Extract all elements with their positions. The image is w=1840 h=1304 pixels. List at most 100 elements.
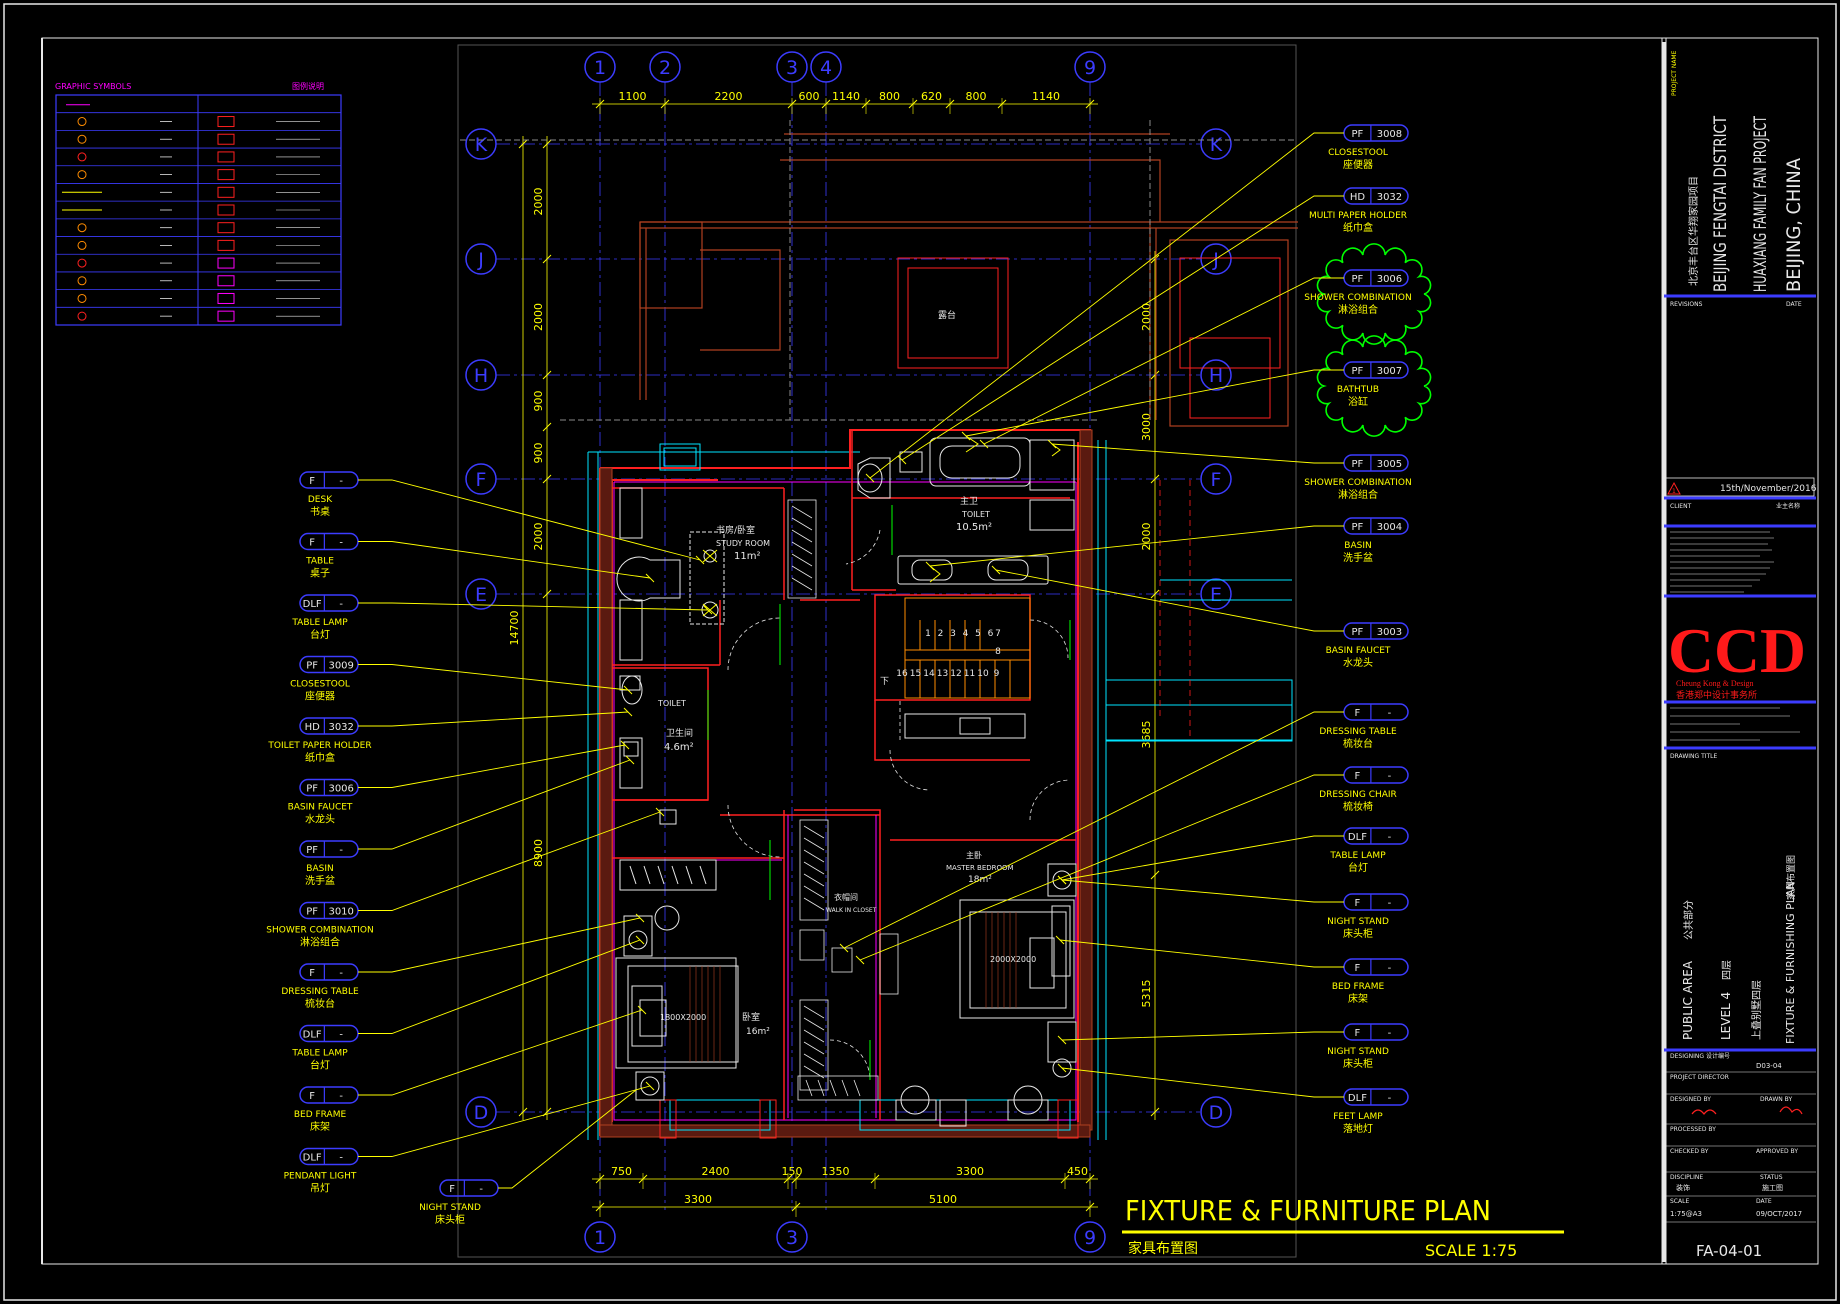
fixture-tag-name-cn: 洗手盆 [1343,551,1373,564]
dimension-tick [542,589,552,599]
stair-step-number: 3 [950,629,956,639]
grid-bubble-top [1074,51,1106,83]
master-bedroom-name-en: MASTER BEDROOM [946,864,1014,872]
fixture-tag-leader-end [695,555,705,565]
grid-bubble-left-label: F [476,469,487,491]
drafter-signature [1779,1106,1803,1115]
master-toilet-area: 10.5m² [956,522,992,533]
fixture-tag-leader [859,774,1344,961]
grid-bubble-left-label: J [477,249,484,271]
fixture-tag-leader-end [703,605,713,615]
fixture-tag-leader [869,132,1344,479]
fixture-tag-number: 3006 [1377,274,1402,285]
fixture-tag-leader-end [855,955,865,965]
dimension-tick [1150,1107,1160,1117]
fixture-tag-name-en: FEET LAMP [1333,1112,1383,1122]
grid-bubble-top [810,51,842,83]
grid-bubble-top-label: 4 [820,57,832,79]
dimension-left-value: 900 [532,443,545,464]
fixture-tag-name-cn: 书桌 [310,505,330,518]
fixture-tag-code: F [309,476,315,487]
fixture-tag-number: - [1388,771,1392,782]
fixture-tag-name-en: NIGHT STAND [1327,1047,1389,1057]
fixture-tag-leader [358,1009,643,1096]
fixture-tag-code: F [1355,708,1361,719]
legend-symbol-icon [77,117,87,127]
legend-symbol-box-icon [217,116,235,128]
stair-step-number: 9 [994,669,1000,679]
grid-bubble-right-label: F [1211,469,1222,491]
fixture-tag-number: - [339,845,343,856]
fixture-tag-name-en: TABLE [305,557,334,567]
fixture-tag-outline [1343,703,1409,721]
dimension-tick [542,370,552,380]
revisions-label: REVISIONS [1670,301,1703,308]
grid-bubble-top [649,51,681,83]
legend-symbol-box-icon [217,169,235,181]
grid-bubble-right [1200,243,1232,275]
dimension-top-value: 620 [921,90,942,103]
fixture-tag-number: - [339,968,343,979]
drawing-title-line2-cn: 四层 [1721,960,1733,980]
fixture-tag-leader-end [623,707,633,717]
fixture-tag-outline [1343,124,1409,142]
fixture-tag-number: 3005 [1377,459,1402,470]
fixture-tag-name-en: SHOWER COMBINATION [1304,478,1411,488]
fixture-tag-outline [1343,269,1409,287]
stair-step-number: 11 [964,669,975,679]
dimension-bottom-row2-value: 5100 [929,1193,957,1206]
grid-bubble-bottom-label: 9 [1084,1227,1096,1249]
fixture-tag-leader [358,917,641,973]
dimension-top-value: 800 [966,90,987,103]
dimension-top-value: 800 [879,90,900,103]
fixture-tag-leader-end [645,573,655,583]
drawing-title-line4-cn: 家具布置图 [1785,855,1797,900]
fixture-tag-outline [1343,827,1409,845]
fixture-tag-outline [299,471,359,489]
fixture-tag-leader-end [839,943,849,953]
walk-in-closet-name-en: WALK IN CLOSET [826,907,877,914]
floor-plan: 露台 [460,120,1298,1140]
fixture-tag-name-cn: 淋浴组合 [1338,303,1378,316]
dimension-bottom-row1-value: 450 [1067,1165,1088,1178]
fixture-tag-leader [1061,835,1344,881]
dimension-tick [542,422,552,432]
fixture-tag-outline [299,840,359,858]
grid-bubble-bottom [776,1221,808,1253]
fixture-tag-outline [299,594,359,612]
grid-bubble-right-label: K [1210,134,1223,156]
fixture-tag-name-cn: 台灯 [310,628,330,641]
dimension-tick [1150,370,1160,380]
status-label: STATUS [1760,1174,1783,1181]
fixture-tag-outline [1343,517,1409,535]
dimension-tick [1150,474,1160,484]
dimension-top-value: 600 [799,90,820,103]
fixture-tag-leader [358,811,661,911]
checked-by-label: CHECKED BY [1670,1148,1709,1155]
fixture-tag-leader [1061,879,1344,903]
legend-symbol-box-icon [217,310,235,322]
plan-viewport-frame [457,44,1297,1258]
plan-title-en: FIXTURE & FURNITURE PLAN [1125,1194,1491,1227]
dimension-right-value: 5315 [1140,980,1153,1008]
grid-bubble-left [465,243,497,275]
fixture-tag-code: F [449,1184,455,1195]
stair-step-number: 12 [950,669,961,679]
dimension-bottom-row1-value: 750 [611,1165,632,1178]
fixture-tag-code: PF [1352,522,1364,533]
fixture-tag-name-en: BATHTUB [1337,385,1379,395]
fixture-tag-name-cn: 床架 [1348,992,1368,1005]
project-name-line2: HUAXIANG FAMILY FAN PROJECT [1751,116,1771,292]
fixture-tag-name-cn: 床头柜 [1343,927,1373,940]
revision-cloud [1316,243,1432,345]
fixture-tag-number: 3003 [1377,627,1402,638]
fixture-tag-code: PF [306,907,318,918]
fixture-tag-name-cn: 纸巾盒 [305,751,335,764]
fixture-tag-name-en: DRESSING CHAIR [1319,790,1397,800]
scale-label: SCALE [1670,1198,1689,1205]
bedroom-bed-size: 1800X2000 [660,1013,706,1022]
fixture-tag-name-cn: 桌子 [310,567,330,580]
drawing-title-line3-cn: 上叠别墅四层 [1751,980,1763,1040]
legend-symbol-box-icon [217,275,235,287]
